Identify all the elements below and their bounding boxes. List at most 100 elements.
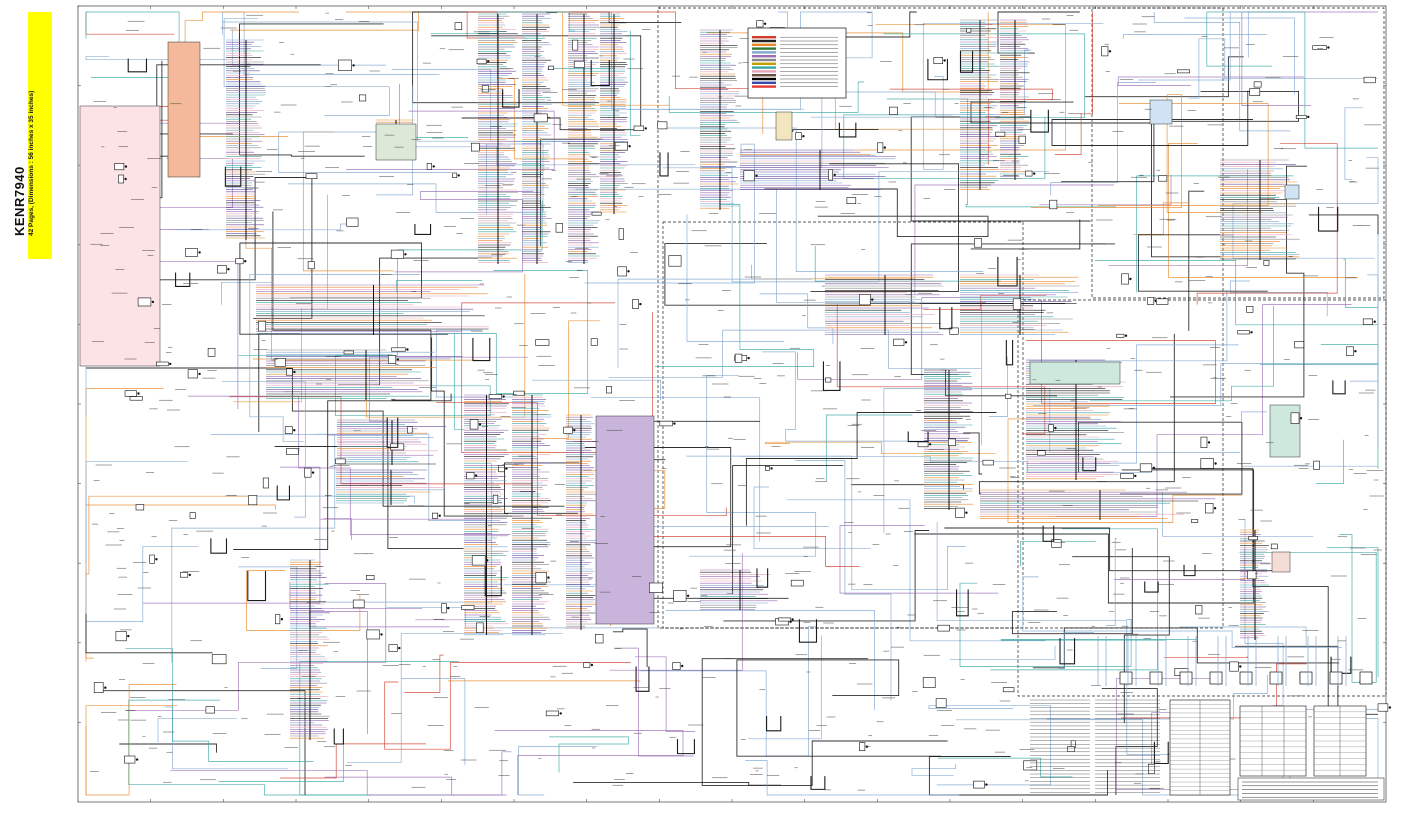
harness-wire [617, 278, 812, 368]
harness-wire [856, 24, 1067, 151]
pin-dot [478, 423, 482, 426]
connector-symbol [668, 255, 682, 267]
harness-wire [1133, 202, 1190, 235]
harness-wire [230, 11, 419, 31]
connector-symbol [1023, 760, 1038, 771]
connector-symbol [114, 163, 125, 171]
harness-wire [170, 769, 507, 796]
connector-symbol [893, 338, 905, 346]
pin-dot [293, 429, 296, 432]
pin-dot [487, 60, 490, 63]
connector-symbol [1200, 436, 1208, 449]
connector-symbol [498, 464, 505, 473]
harness-wire [239, 23, 384, 157]
connector-column [1220, 159, 1300, 260]
harness-wire [233, 393, 452, 550]
harness-wire [1058, 632, 1094, 669]
harness-loop [1153, 741, 1169, 765]
pin-dot [474, 474, 478, 477]
harness-wire [1122, 34, 1267, 39]
pin-dot [871, 298, 874, 301]
connector-column [522, 13, 552, 264]
note-block [1237, 777, 1385, 801]
harness-wire [562, 12, 669, 106]
harness-wire [662, 167, 1049, 283]
harness-wire [944, 527, 1288, 572]
pin-dot [747, 356, 750, 360]
harness-wire [1137, 234, 1268, 292]
harness-wire [239, 242, 449, 335]
connector-symbol [284, 426, 293, 435]
section-boundary [1017, 299, 1387, 697]
connector-column [600, 13, 628, 214]
pin-dot [227, 268, 230, 271]
connector-symbol [657, 121, 668, 130]
pin-dot [644, 127, 647, 130]
drawing-border [77, 5, 1387, 803]
connector-symbol [441, 603, 447, 614]
harness-wire [1054, 12, 1093, 155]
connector-symbol [257, 320, 266, 332]
connector-symbol [1012, 298, 1022, 310]
connector-symbol [955, 507, 965, 518]
connector-symbol [673, 589, 687, 602]
pin-dot [188, 573, 191, 577]
connector-symbol [1025, 170, 1033, 177]
harness-wire [504, 462, 580, 514]
harness-wire [886, 98, 1117, 208]
harness-loop [659, 152, 669, 177]
harness-wire [157, 718, 237, 743]
sensor-lead [1247, 636, 1257, 686]
harness-wire [221, 281, 274, 305]
connector-symbol [185, 248, 198, 257]
connector-symbol [533, 113, 548, 123]
connector-symbol [285, 448, 299, 455]
connector-column [825, 274, 944, 335]
pin-dot [1108, 50, 1112, 53]
connector-symbol [933, 57, 943, 64]
harness-wire [659, 127, 984, 272]
sensor-connector [1239, 671, 1253, 685]
pin-dot [505, 467, 508, 470]
harness-wire [753, 486, 871, 550]
harness-wire [1163, 656, 1248, 659]
component-green-block [375, 123, 417, 161]
harness-loop [276, 485, 291, 501]
connector-symbol [1247, 570, 1257, 580]
harness-wire [540, 138, 603, 247]
connector-symbol [1246, 305, 1254, 313]
connector-symbol [307, 261, 315, 270]
connector-symbol [535, 339, 550, 346]
connector-symbol [859, 742, 866, 751]
harness-wire [936, 522, 1224, 755]
harness-wire [922, 22, 1104, 170]
harness-wire [787, 499, 1046, 642]
harness-wire [86, 367, 565, 507]
color-code-table [1313, 705, 1367, 777]
harness-wire [609, 553, 743, 671]
connector-symbol [743, 170, 755, 182]
harness-wire [1308, 214, 1379, 235]
pin-dot [486, 559, 489, 562]
harness-loop [414, 224, 432, 235]
harness-wire [611, 12, 805, 110]
harness-loop [175, 272, 191, 287]
harness-wire [95, 690, 306, 795]
pin-dot [770, 467, 773, 470]
pin-dot [1152, 466, 1156, 469]
pin-dot [457, 174, 460, 177]
harness-wire [315, 433, 492, 521]
connector-column [337, 419, 447, 465]
harness-wire [573, 781, 781, 786]
section-boundary [657, 7, 1224, 629]
harness-wire [629, 30, 641, 136]
pin-dot [169, 362, 172, 366]
harness-wire [778, 11, 936, 118]
harness-wire [246, 570, 361, 631]
harness-wire [1241, 411, 1378, 467]
harness-wire [1168, 143, 1358, 278]
connector-symbol [1018, 135, 1026, 144]
pin-dot [639, 302, 642, 306]
harness-wire [1011, 548, 1133, 635]
harness-wire [238, 200, 543, 356]
